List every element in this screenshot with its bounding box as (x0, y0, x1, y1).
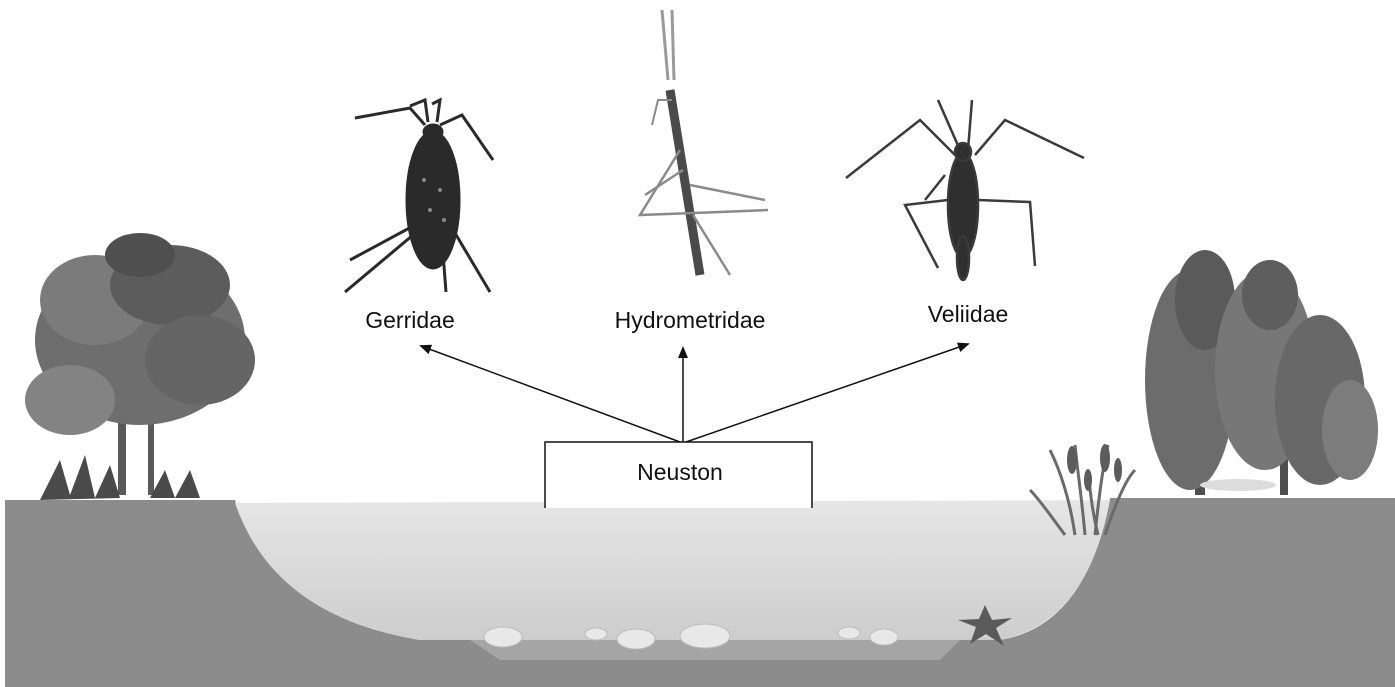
taxon-label-gerridae: Gerridae (365, 307, 454, 333)
cattail-heads (1067, 444, 1122, 491)
right-tree-icon (1145, 250, 1378, 495)
gerridae-insect-icon (345, 100, 493, 292)
taxon-label-veliidae: Veliidae (928, 301, 1009, 327)
neuston-label: Neuston (637, 459, 723, 485)
taxon-label-hydrometridae: Hydrometridae (615, 307, 766, 333)
arrow-to-veliidae (686, 344, 968, 442)
left-tree-icon (25, 233, 255, 500)
hydrometridae-insect-icon (640, 10, 768, 275)
pond-water (235, 500, 1110, 640)
arrow-to-gerridae (421, 346, 680, 442)
arrows (421, 344, 968, 442)
veliidae-insect-icon (846, 100, 1084, 280)
